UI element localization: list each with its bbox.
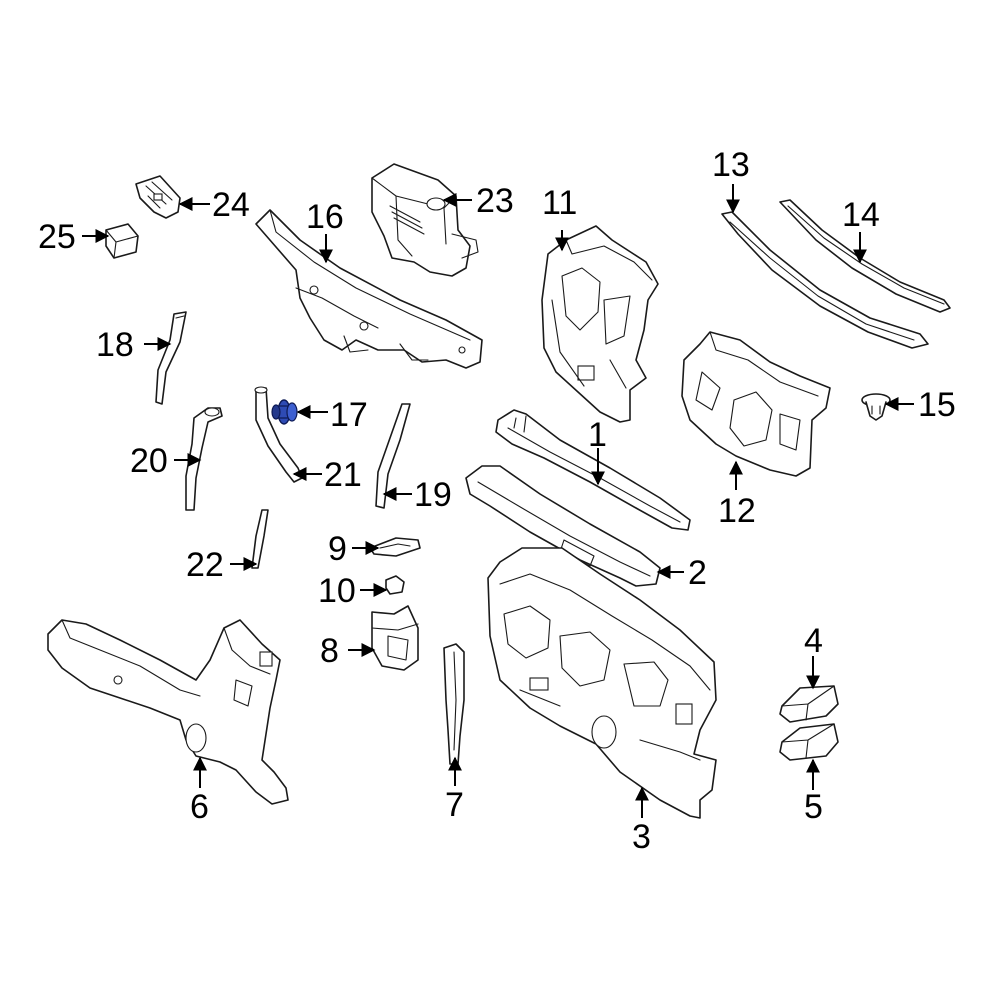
callout-21: 21 [324,456,362,494]
part-3-dash-panel[interactable] [487,547,717,819]
part-21-hose[interactable] [254,386,303,483]
callout-18: 18 [96,326,134,364]
callout-6: 6 [190,788,209,826]
callout-19: 19 [414,476,452,514]
callout-15: 15 [918,386,956,424]
callout-1: 1 [588,416,607,454]
callout-13: 13 [712,146,750,184]
part-5-block[interactable] [779,723,839,761]
part-12-insulation-pad[interactable] [681,331,831,477]
callout-8: 8 [320,632,339,670]
part-4-block[interactable] [779,685,839,723]
callout-25: 25 [38,218,76,256]
part-2-lower-cowl[interactable] [465,465,661,587]
callout-9: 9 [328,530,347,568]
callout-2: 2 [688,554,707,592]
callout-12: 12 [718,492,756,530]
callout-14: 14 [842,196,880,234]
callout-4: 4 [804,622,823,660]
callout-10: 10 [318,572,356,610]
callout-5: 5 [804,788,823,826]
part-13-weatherstrip[interactable] [721,211,929,349]
part-10-clip[interactable] [385,575,405,595]
callout-3: 3 [632,818,651,856]
part-18-rod[interactable] [155,311,187,405]
part-25-module[interactable] [105,223,139,259]
leader-lines [82,184,914,818]
callout-7: 7 [445,786,464,824]
part-6-frame-rail[interactable] [47,619,289,805]
callout-16: 16 [306,198,344,236]
part-23-air-duct-housing[interactable] [371,163,479,277]
callout-17: 17 [330,396,368,434]
part-22-rod[interactable] [251,509,269,569]
part-16-cowl-panel[interactable] [255,209,483,369]
part-15-clip[interactable] [861,393,891,421]
part-8-bracket-assembly[interactable] [371,605,419,671]
part-17-clip[interactable] [271,399,298,425]
callout-11: 11 [542,184,577,222]
callout-20: 20 [130,442,168,480]
part-19-bracket[interactable] [375,403,411,509]
part-7-tall-seal[interactable] [443,643,465,765]
callout-labels: 1 2 3 4 5 6 7 8 9 10 11 12 13 14 15 16 1… [38,146,956,856]
part-14-seal-strip[interactable] [779,199,951,313]
callout-23: 23 [476,182,514,220]
part-11-side-insulation[interactable] [541,225,659,423]
part-24-bracket[interactable] [135,175,181,219]
callout-22: 22 [186,546,224,584]
callout-24: 24 [212,186,250,224]
